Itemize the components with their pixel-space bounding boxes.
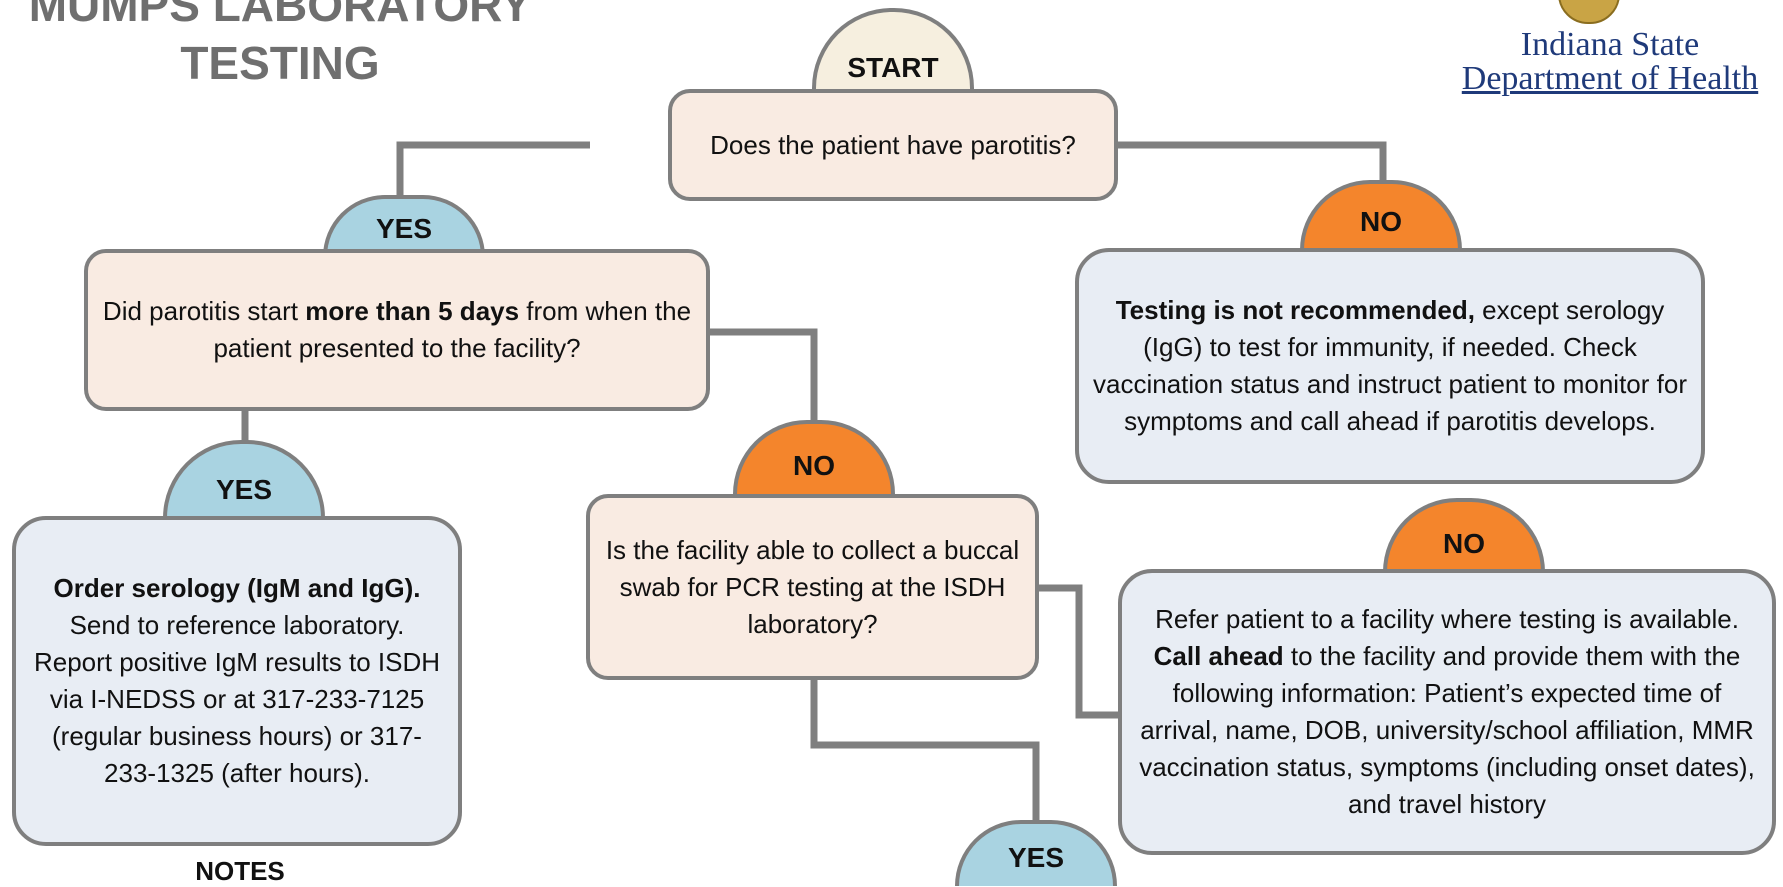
outcome-serology-text: Order serology (IgM and IgG). Send to re… [30, 570, 444, 792]
outcome-not-recommended-rest: except serology (IgG) to test for immuni… [1093, 295, 1687, 436]
question-buccal-swab-text: Is the facility able to collect a buccal… [605, 534, 1020, 639]
outcome-serology-rest: Send to reference laboratory. Report pos… [33, 610, 441, 788]
connector-q3-no [1039, 584, 1120, 719]
logo-line-1: Indiana State [1520, 26, 1700, 63]
outcome-refer-after: to the facility and provide them with th… [1139, 641, 1755, 819]
outcome-serology-bold: Order serology (IgM and IgG). [53, 573, 421, 603]
question-onset-text: Did parotitis start more than 5 days fro… [102, 293, 692, 367]
start-label: START [847, 52, 939, 83]
outcome-not-recommended: Testing is not recommended, except serol… [1075, 248, 1705, 484]
question-buccal-swab: Is the facility able to collect a buccal… [586, 494, 1039, 680]
logo-line-2: Department of Health [1461, 60, 1759, 97]
isdh-logo: Indiana State Department of Health [1430, 0, 1783, 97]
outcome-not-recommended-text: Testing is not recommended, except serol… [1093, 292, 1687, 440]
question-onset-text-bold: more than 5 days [305, 296, 520, 326]
title-line-2: TESTING [180, 37, 380, 89]
outcome-refer-bold: Call ahead [1153, 641, 1284, 671]
outcome-not-recommended-bold: Testing is not recommended, [1115, 295, 1475, 325]
yes-label: YES [1007, 842, 1065, 873]
state-seal-icon [1558, 0, 1620, 24]
page-title: MUMPS LABORATORY TESTING [0, 0, 560, 92]
question-onset-text-after: from when the patient presented to the f… [213, 296, 692, 363]
connector-q2-no [710, 328, 818, 452]
no-label: NO [1443, 528, 1485, 559]
no-label: NO [793, 450, 835, 481]
connector-q3-yes [810, 680, 1040, 835]
yes-label: YES [375, 213, 433, 244]
question-onset-text-before: Did parotitis start [102, 296, 306, 326]
outcome-refer: Refer patient to a facility where testin… [1118, 569, 1776, 855]
outcome-refer-text: Refer patient to a facility where testin… [1136, 601, 1758, 823]
notes-heading: NOTES [195, 856, 285, 886]
no-label: NO [1360, 206, 1402, 237]
question-parotitis-text: Does the patient have parotitis? [710, 129, 1076, 160]
connector-start-yes [396, 141, 590, 210]
question-onset: Did parotitis start more than 5 days fro… [84, 249, 710, 411]
question-parotitis: Does the patient have parotitis? [668, 89, 1118, 201]
outcome-serology: Order serology (IgM and IgG). Send to re… [12, 516, 462, 846]
yes-label: YES [215, 474, 273, 505]
outcome-refer-before: Refer patient to a facility where testin… [1155, 604, 1739, 634]
title-line-1: MUMPS LABORATORY [28, 0, 532, 31]
